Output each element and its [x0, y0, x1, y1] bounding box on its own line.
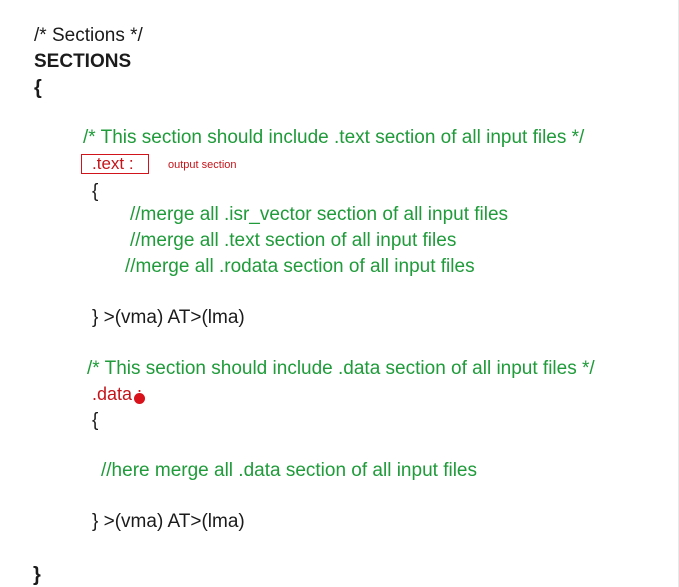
data-section-label: .data : [92, 384, 143, 404]
data-block-close: } >(vma) AT>(lma) [92, 511, 245, 532]
text-section-label: .text : [92, 154, 134, 173]
sections-comment: /* Sections */ [34, 25, 143, 46]
text-label-highlight-box [81, 154, 149, 174]
text-merge-line: //merge all .text section of all input f… [130, 230, 457, 251]
sections-open-brace: { [34, 77, 42, 99]
data-section-comment: /* This section should include .data sec… [87, 358, 595, 379]
output-section-annotation: output section [168, 159, 237, 171]
text-block-close: } >(vma) AT>(lma) [92, 307, 245, 328]
data-block-open-brace: { [92, 410, 99, 431]
text-section-comment: /* This section should include .text sec… [83, 127, 585, 148]
laser-pointer-dot [134, 393, 145, 404]
text-merge-line: //merge all .rodata section of all input… [125, 256, 475, 277]
text-block-open-brace: { [92, 181, 99, 202]
text-merge-line: //merge all .isr_vector section of all i… [130, 204, 509, 225]
sections-keyword: SECTIONS [34, 51, 132, 72]
sections-close-brace: } [33, 564, 41, 586]
data-merge-line: //here merge all .data section of all in… [101, 460, 477, 481]
